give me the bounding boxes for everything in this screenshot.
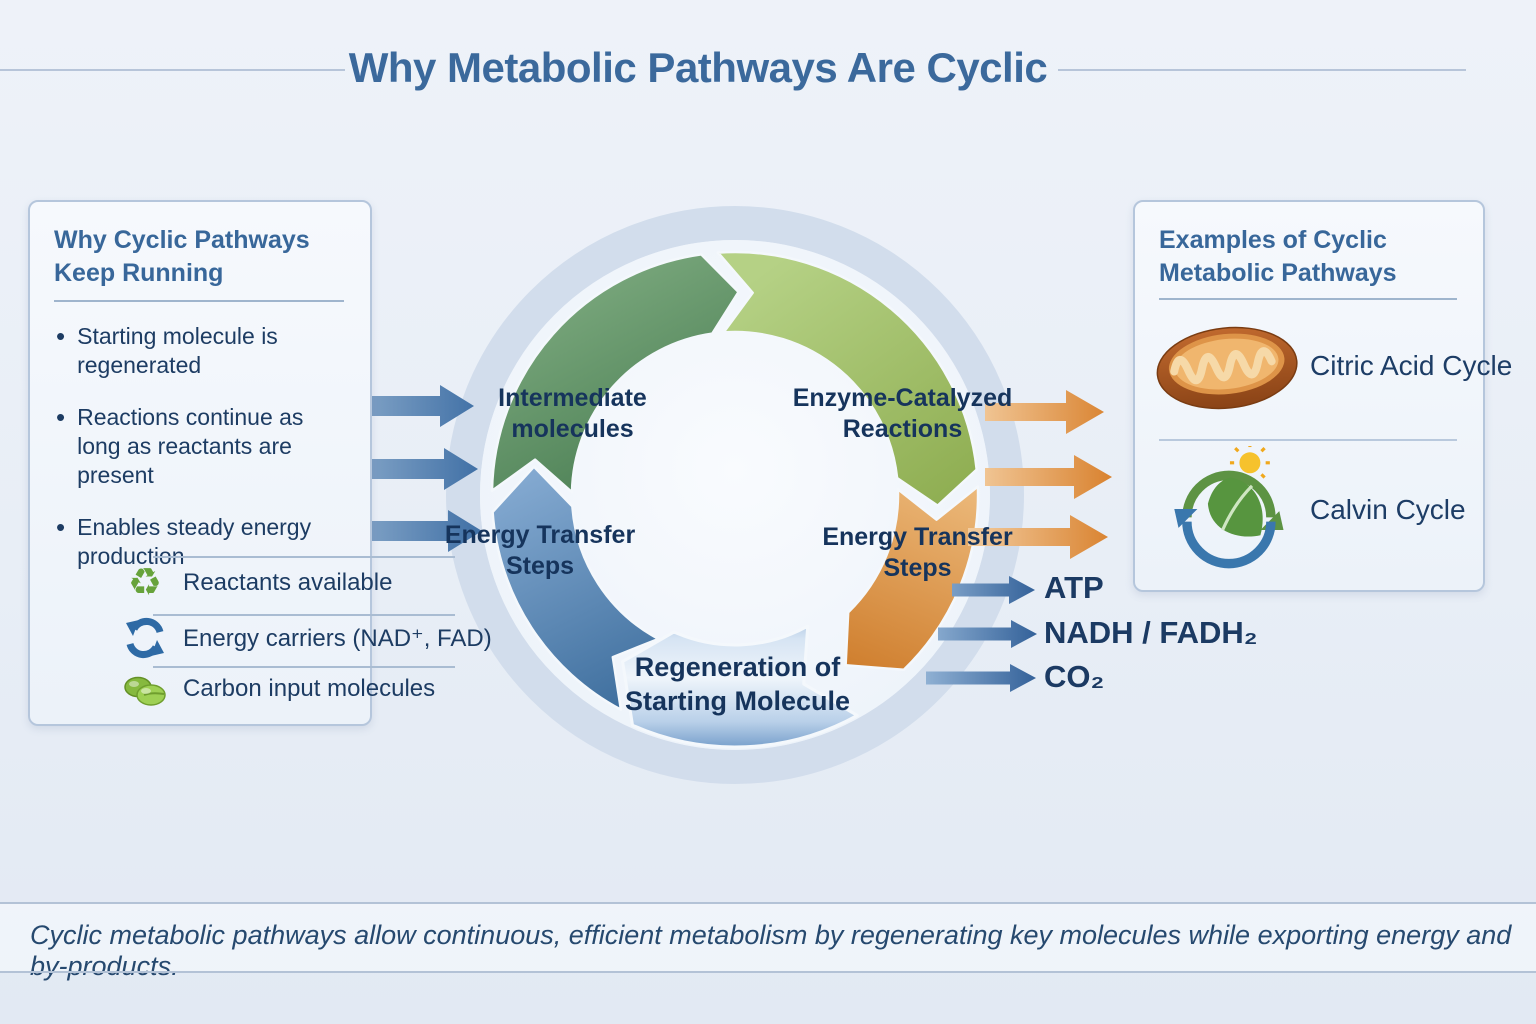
- title-rule-right: [1058, 69, 1466, 71]
- output-arrow-nadh: [938, 620, 1037, 648]
- input-arrow: [346, 448, 478, 490]
- left-panel-title: Why Cyclic Pathways Keep Running: [54, 226, 310, 287]
- input-row: Carbon input molecules: [122, 668, 435, 710]
- left-panel: Why Cyclic Pathways Keep Running Startin…: [28, 200, 372, 726]
- mitochondrion-icon: [1156, 326, 1298, 410]
- bullet-text: Enables steady energy production: [77, 514, 312, 569]
- right-panel-title: Examples of Cyclic Metabolic Pathways: [1159, 226, 1397, 287]
- input-label: Carbon input molecules: [183, 675, 436, 702]
- page-title: Why Metabolic Pathways Are Cyclic: [348, 44, 1048, 91]
- cycle-outer-ring: [446, 206, 1024, 784]
- footer-band: [0, 904, 1536, 971]
- cycle-segment-energy-left: [491, 465, 660, 711]
- footer-caption: Cyclic metabolic pathways allow continuo…: [30, 920, 1512, 981]
- input-divider: [153, 666, 455, 668]
- export-arrow: [985, 455, 1112, 499]
- title-rule-left: [0, 69, 345, 71]
- segment-label-enzyme: Enzyme-Catalyzed Reactions: [792, 384, 1013, 443]
- example-divider: [1159, 439, 1457, 441]
- bullet-item: Starting molecule is regenerated: [56, 322, 348, 380]
- bullet-list: Starting molecule is regenerated Reactio…: [56, 322, 362, 594]
- cycle-banner-regeneration: [621, 624, 859, 749]
- input-arrow: [346, 385, 474, 427]
- recycle-icon: ♻: [127, 562, 163, 604]
- bullet-item: Reactions continue as long as reactants …: [56, 403, 348, 490]
- cycle-arrows-icon: [126, 617, 164, 659]
- left-panel-divider: [54, 300, 344, 302]
- output-label-co2: CO₂: [1044, 659, 1105, 694]
- input-divider: [153, 556, 455, 558]
- right-panel-divider: [1159, 298, 1457, 300]
- bullet-text: Reactions continue as long as reactants …: [77, 404, 304, 488]
- cycle-segment-enzyme: [716, 250, 978, 507]
- input-label: Energy carriers (NAD⁺, FAD): [183, 624, 492, 652]
- calvin-cycle-icon: [1174, 446, 1284, 569]
- input-label: Reactants available: [183, 569, 393, 596]
- output-arrow-co2: [926, 664, 1036, 692]
- output-label-nadh: NADH / FADH₂: [1044, 615, 1258, 650]
- example-label-calvin: Calvin Cycle: [1310, 494, 1466, 525]
- bullet-text: Starting molecule is regenerated: [77, 323, 278, 378]
- footer-rule-top: [0, 902, 1536, 904]
- sun-icon: [1229, 446, 1270, 483]
- example-label-citric: Citric Acid Cycle: [1310, 350, 1513, 381]
- footer-rule-bottom: [0, 971, 1536, 973]
- output-arrow-atp: [952, 576, 1035, 604]
- export-arrow: [985, 390, 1104, 434]
- segment-label-energy-left: Energy Transfer Steps: [444, 521, 636, 580]
- cycle-segment-intermediate: [490, 253, 740, 494]
- input-divider: [153, 614, 455, 616]
- export-arrow: [968, 515, 1108, 559]
- segment-label-intermediate: Intermediate molecules: [498, 384, 647, 443]
- segment-label-energy-right: Energy Transfer Steps: [822, 523, 1013, 582]
- bullet-item: Enables steady energy production: [56, 513, 348, 571]
- input-row: Energy carriers (NAD⁺, FAD): [122, 617, 492, 659]
- molecules-icon: [124, 676, 166, 706]
- cycle-segment-energy-right: [844, 485, 980, 672]
- segment-label-regeneration: Regeneration of Starting Molecule: [624, 652, 851, 716]
- right-panel: Examples of Cyclic Metabolic Pathways: [1133, 200, 1485, 592]
- input-row: ♻ Reactants available: [122, 562, 393, 604]
- output-label-atp: ATP: [1044, 570, 1104, 605]
